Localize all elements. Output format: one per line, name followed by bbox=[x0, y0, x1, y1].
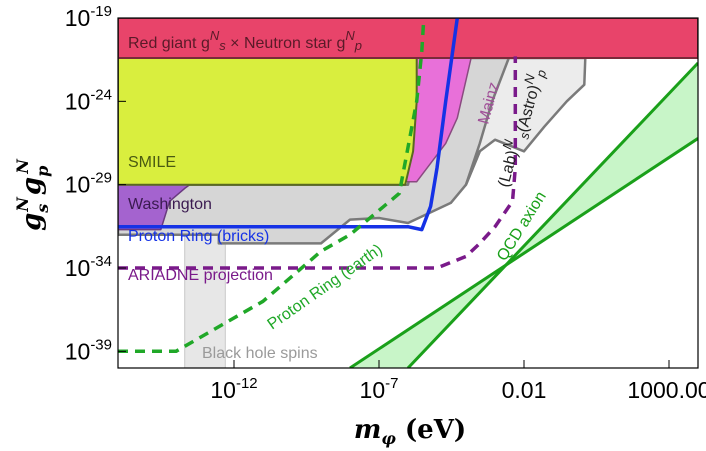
red-giant-region bbox=[118, 18, 698, 59]
washington-label: Washington bbox=[128, 196, 212, 213]
astro-region bbox=[464, 56, 587, 186]
y-tick-label: 10-24 bbox=[65, 86, 112, 114]
qcd-axion-upper-line bbox=[349, 137, 698, 368]
y-tick-label: 10-29 bbox=[65, 170, 112, 198]
proton-ring-earth-label: Proton Ring (earth) bbox=[265, 241, 386, 333]
washington-region bbox=[118, 183, 191, 231]
black-hole-spins-label: Black hole spins bbox=[202, 345, 318, 362]
y-tick-label: 10-39 bbox=[65, 336, 112, 364]
x-tick-label: 1000.00 bbox=[627, 377, 706, 403]
x-tick-label: 0.01 bbox=[502, 377, 547, 403]
axis-ticks: 10-12 10-7 0.01 1000.00 10-19 10-24 10-29 10-34… bbox=[65, 3, 706, 403]
red-giant-label: Red giant gNs × Neutron star gNp bbox=[128, 28, 362, 53]
svg-text:mφ (eV): mφ (eV) bbox=[354, 415, 466, 448]
ariadne-projection-curve bbox=[118, 56, 518, 270]
qcd-axion-lower-line bbox=[406, 61, 698, 368]
smile-label: SMILE bbox=[128, 154, 176, 171]
y-tick-label: 10-34 bbox=[65, 253, 112, 281]
proton-ring-bricks-label: Proton Ring (bricks) bbox=[128, 228, 269, 245]
x-tick-label: 10-12 bbox=[210, 375, 257, 403]
y-axis-title: gsNgpN bbox=[13, 158, 52, 231]
plot-area bbox=[118, 18, 698, 368]
proton-ring-earth-curve bbox=[118, 18, 426, 354]
ariadne-projection-label: ARIADNE projection bbox=[128, 267, 273, 284]
x-tick-label: 10-7 bbox=[360, 375, 399, 403]
x-axis-title: mφ (eV) bbox=[354, 415, 466, 448]
y-tick-label: 10-19 bbox=[65, 3, 112, 31]
plot-frame bbox=[117, 17, 699, 369]
svg-text:gsNgpN: gsNgpN bbox=[13, 158, 52, 231]
proton-ring-bricks-curve bbox=[118, 18, 460, 232]
